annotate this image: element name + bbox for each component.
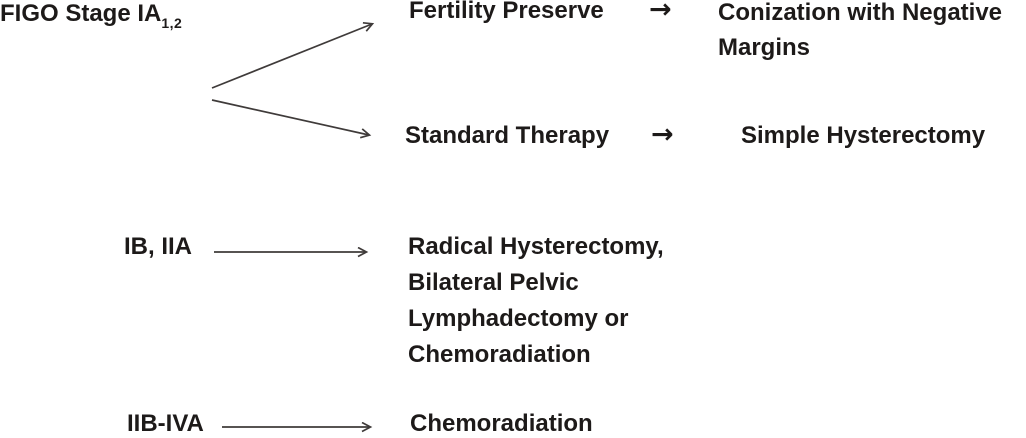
branch-arrow-fertility xyxy=(211,24,372,89)
branch-arrow-standard xyxy=(211,99,369,135)
simple-hysterectomy-label: Simple Hysterectomy xyxy=(741,122,986,149)
stage-iib-iva-label: IIB-IVA xyxy=(127,410,204,437)
fertility-preserve-label: Fertility Preserve xyxy=(409,0,604,24)
text-line: Margins xyxy=(718,34,811,61)
text-line: Radical Hysterectomy, xyxy=(408,233,664,260)
stage-ia-label: FIGO Stage IA1,2 xyxy=(0,0,183,31)
text-line: Lymphadectomy or xyxy=(408,305,629,332)
radical-hysterectomy-treatment-label: Radical Hysterectomy, Bilateral Pelvic L… xyxy=(408,229,664,373)
stage-ia-subscript: 1,2 xyxy=(161,15,183,31)
text-line: Chemoradiation xyxy=(408,341,591,368)
standard-therapy-label: Standard Therapy xyxy=(405,122,610,149)
conization-result-label: Conization with Negative Margins xyxy=(718,0,1002,65)
arrow-right-glyph-1: → xyxy=(649,0,672,25)
chemoradiation-treatment-label: Chemoradiation xyxy=(410,410,593,437)
text-line: Bilateral Pelvic xyxy=(408,269,579,296)
arrow-right-glyph-2: → xyxy=(651,119,674,150)
stage-ib-iia-label: IB, IIA xyxy=(124,233,193,260)
text-line: Conization with Negative xyxy=(718,0,1003,26)
stage-ia-text: FIGO Stage IA xyxy=(0,0,162,27)
